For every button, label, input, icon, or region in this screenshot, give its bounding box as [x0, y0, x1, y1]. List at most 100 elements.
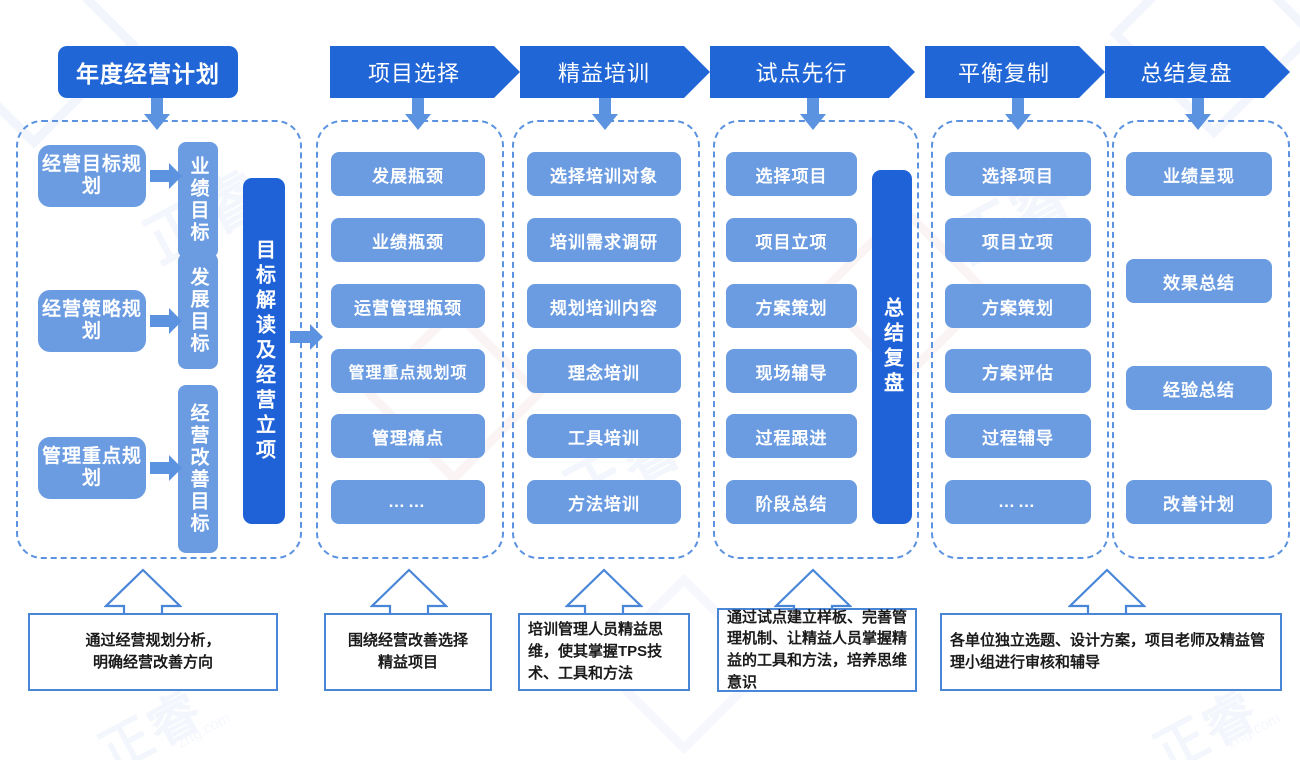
item-pill[interactable]: 管理重点规划项: [331, 349, 485, 393]
down-arrow-icon: [405, 98, 431, 130]
plan-box-label: 经营目标规划: [41, 153, 142, 197]
item-label: 方案策划: [982, 298, 1054, 318]
item-pill[interactable]: 阶段总结: [726, 480, 857, 524]
annual-plan-title: 年度经营计划: [58, 46, 238, 98]
item-label: 理念培训: [568, 363, 640, 383]
item-pill[interactable]: 过程跟进: [726, 414, 857, 458]
item-pill[interactable]: 工具培训: [527, 414, 681, 458]
item-pill[interactable]: 运营管理瓶颈: [331, 284, 485, 328]
item-label: 运营管理瓶颈: [354, 298, 462, 318]
pilot-summary-label: 总结复盘: [880, 297, 903, 397]
item-pill[interactable]: 方案策划: [945, 284, 1091, 328]
item-label: 管理重点规划项: [348, 365, 468, 382]
item-pill[interactable]: 发展瓶颈: [331, 152, 485, 196]
item-pill[interactable]: 现场辅导: [726, 349, 857, 393]
caption-text: 各单位独立选题、设计方案，项目老师及精益管理小组进行审核和辅导: [950, 632, 1266, 671]
stage-chevron-pilot-first[interactable]: 试点先行: [710, 46, 915, 98]
item-pill[interactable]: 选择项目: [726, 152, 857, 196]
stage-chevron-balanced-replication[interactable]: 平衡复制: [925, 46, 1105, 98]
item-label: 方案评估: [982, 363, 1054, 383]
item-label: 业绩呈现: [1163, 166, 1235, 186]
down-arrow-icon: [144, 98, 170, 130]
item-label: 方法培训: [568, 494, 640, 514]
plan-box-0[interactable]: 经营目标规划: [38, 145, 146, 207]
item-label: 过程跟进: [755, 428, 828, 448]
caption-replication-summary: 各单位独立选题、设计方案，项目老师及精益管理小组进行审核和辅导: [940, 613, 1282, 691]
item-label: ……: [388, 492, 428, 511]
item-label: 过程辅导: [982, 428, 1054, 448]
item-pill[interactable]: 过程辅导: [945, 414, 1091, 458]
stage-chevron-project-selection[interactable]: 项目选择: [330, 46, 520, 98]
item-pill[interactable]: 理念培训: [527, 349, 681, 393]
goal-interpretation-bar[interactable]: 目标解读及经营立项: [243, 178, 285, 524]
item-label: 培训需求调研: [550, 232, 658, 252]
caption-text: 通过经营规划分析， 明确经营改善方向: [85, 632, 221, 671]
plan-box-1[interactable]: 经营策略规划: [38, 290, 146, 352]
item-pill[interactable]: 改善计划: [1126, 480, 1272, 524]
item-pill[interactable]: 方案评估: [945, 349, 1091, 393]
watermark-url: zrtg.com: [174, 709, 234, 752]
stage-label: 平衡复制: [957, 61, 1050, 86]
item-pill[interactable]: 业绩呈现: [1126, 152, 1272, 196]
caption-text: 通过试点建立样板、完善管理机制、让精益人员掌握精益的工具和方法，培养思维意识: [727, 608, 908, 691]
down-arrow-icon: [1005, 98, 1031, 130]
item-label: 现场辅导: [755, 363, 828, 383]
stage-label: 试点先行: [755, 61, 848, 86]
goal-box-label: 发展目标: [187, 267, 209, 355]
stage-label: 精益培训: [557, 61, 650, 86]
goal-box-1[interactable]: 发展目标: [178, 253, 218, 369]
caption-project-selection: 围绕经营改善选择 精益项目: [324, 613, 492, 691]
item-label: 选择培训对象: [550, 166, 658, 186]
goal-box-label: 经营改善目标: [187, 403, 209, 535]
caption-text: 围绕经营改善选择 精益项目: [347, 632, 468, 671]
right-arrow-icon: [150, 455, 182, 481]
item-pill[interactable]: 选择项目: [945, 152, 1091, 196]
item-label: 管理痛点: [372, 428, 444, 448]
item-label: 经验总结: [1163, 380, 1235, 400]
item-label: 选择项目: [982, 166, 1054, 186]
right-arrow-icon: [150, 163, 182, 189]
item-label: 效果总结: [1163, 273, 1235, 293]
down-arrow-icon: [592, 98, 618, 130]
caption-annual-plan: 通过经营规划分析， 明确经营改善方向: [28, 613, 278, 691]
plan-box-2[interactable]: 管理重点规划: [38, 437, 146, 499]
item-label: 工具培训: [568, 428, 640, 448]
item-label: 项目立项: [755, 232, 828, 252]
item-pill[interactable]: ……: [331, 480, 485, 524]
goal-box-0[interactable]: 业绩目标: [178, 142, 218, 258]
item-pill[interactable]: 方法培训: [527, 480, 681, 524]
item-label: 选择项目: [755, 166, 828, 186]
item-label: 发展瓶颈: [372, 166, 444, 186]
plan-box-label: 管理重点规划: [41, 445, 142, 489]
pilot-summary-bar[interactable]: 总结复盘: [872, 170, 912, 524]
right-arrow-icon: [290, 324, 324, 350]
item-pill[interactable]: 管理痛点: [331, 414, 485, 458]
item-pill[interactable]: 培训需求调研: [527, 218, 681, 262]
right-arrow-icon: [150, 308, 182, 334]
item-pill[interactable]: 业绩瓶颈: [331, 218, 485, 262]
caption-lean-training: 培训管理人员精益思维，使其掌握TPS技术、工具和方法: [518, 613, 690, 691]
item-pill[interactable]: 效果总结: [1126, 259, 1272, 303]
item-pill[interactable]: 经验总结: [1126, 366, 1272, 410]
item-label: 项目立项: [982, 232, 1054, 252]
watermark-url: zrtg.com: [1224, 709, 1284, 752]
stage-chevron-summary-review[interactable]: 总结复盘: [1105, 46, 1290, 98]
item-pill[interactable]: 项目立项: [726, 218, 857, 262]
stage-label: 项目选择: [367, 61, 460, 86]
item-pill[interactable]: 项目立项: [945, 218, 1091, 262]
goal-box-2[interactable]: 经营改善目标: [178, 385, 218, 553]
item-label: 改善计划: [1163, 494, 1235, 514]
item-label: 规划培训内容: [550, 298, 658, 318]
item-label: ……: [998, 492, 1038, 511]
down-arrow-icon: [1185, 98, 1211, 130]
caption-text: 培训管理人员精益思维，使其掌握TPS技术、工具和方法: [528, 621, 664, 682]
caption-pilot-first: 通过试点建立样板、完善管理机制、让精益人员掌握精益的工具和方法，培养思维意识: [717, 608, 917, 692]
item-pill[interactable]: ……: [945, 480, 1091, 524]
goal-box-label: 业绩目标: [187, 156, 209, 244]
item-pill[interactable]: 规划培训内容: [527, 284, 681, 328]
item-pill[interactable]: 方案策划: [726, 284, 857, 328]
item-pill[interactable]: 选择培训对象: [527, 152, 681, 196]
down-arrow-icon: [800, 98, 826, 130]
item-label: 业绩瓶颈: [372, 232, 444, 252]
stage-chevron-lean-training[interactable]: 精益培训: [520, 46, 710, 98]
